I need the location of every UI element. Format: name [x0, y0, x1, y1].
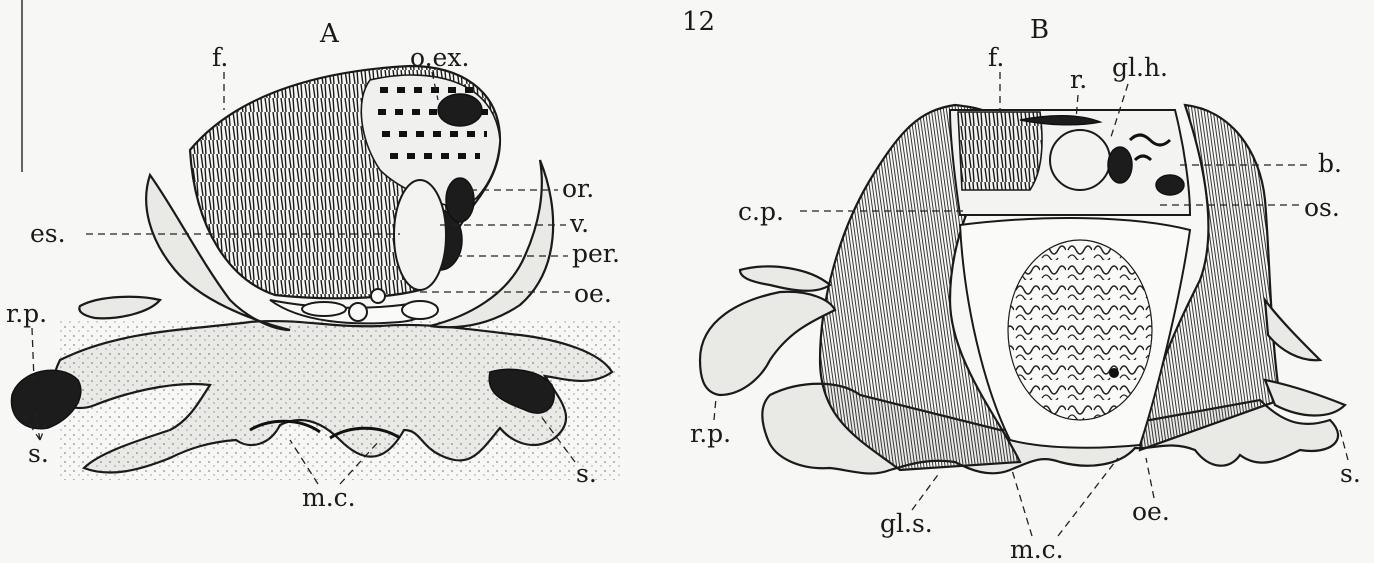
label-a-es: es. [30, 219, 66, 248]
label-a-per: per. [572, 239, 620, 268]
panel-b-drawing [700, 105, 1345, 473]
figure-number: 12 [682, 7, 715, 37]
label-b-b: b. [1318, 149, 1342, 178]
label-b-glh: gl.h. [1112, 53, 1168, 82]
label-a-or: or. [562, 174, 594, 203]
panel-b-rp-process [700, 292, 835, 395]
panel-a-title: A [319, 19, 340, 49]
label-b-oe: oe. [1132, 497, 1170, 526]
label-b-s: s. [1340, 459, 1361, 488]
label-a-s-right: s. [576, 459, 597, 488]
label-b-cp: c.p. [738, 197, 784, 226]
label-a-oe: oe. [574, 279, 612, 308]
label-a-oex: o.ex. [410, 43, 469, 72]
panel-a-cavity [270, 300, 424, 323]
label-a-rp: r.p. [6, 299, 47, 328]
label-a-mc: m.c. [302, 483, 356, 512]
label-b-r: r. [1070, 65, 1087, 94]
panel-b-gland-coils [1008, 240, 1152, 420]
label-b-os: os. [1304, 193, 1340, 222]
panel-b-title: B [1030, 15, 1049, 45]
label-a-s-left: s. [28, 439, 49, 468]
label-a-v: v. [569, 209, 589, 238]
label-b-gls: gl.s. [880, 509, 933, 538]
label-b-f: f. [988, 43, 1004, 72]
label-a-f: f. [212, 43, 228, 72]
label-b-rp: r.p. [690, 419, 731, 448]
panel-b-f-fibres [958, 112, 1042, 190]
panel-a-drawing [11, 66, 620, 480]
label-b-mc: m.c. [1010, 535, 1064, 563]
